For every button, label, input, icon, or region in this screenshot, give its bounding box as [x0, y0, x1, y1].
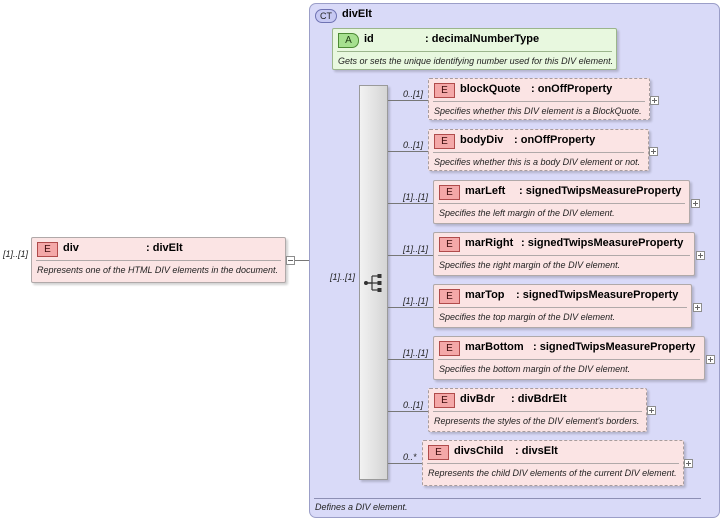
element-description: Specifies the left margin of the DIV ele…	[439, 208, 615, 218]
sequence-compositor[interactable]	[359, 85, 388, 480]
attribute-name: id	[364, 33, 374, 45]
element-divider	[438, 255, 690, 256]
child-multiplicity: [1]..[1]	[403, 296, 429, 306]
collapse-icon[interactable]	[286, 256, 295, 265]
child-multiplicity: [1]..[1]	[403, 244, 429, 254]
connector-line	[388, 203, 433, 204]
child-element-marBottom[interactable]: E marBottom : signedTwipsMeasureProperty…	[433, 336, 705, 380]
element-name: divBdr	[460, 393, 495, 405]
child-multiplicity: 0..[1]	[403, 400, 424, 410]
element-type: : signedTwipsMeasureProperty	[521, 237, 684, 249]
element-type: : signedTwipsMeasureProperty	[519, 185, 682, 197]
child-multiplicity: [1]..[1]	[403, 192, 429, 202]
element-badge: E	[434, 393, 455, 408]
element-description: Specifies the top margin of the DIV elem…	[439, 312, 616, 322]
complex-type-divider	[314, 498, 701, 499]
complex-type-badge: CT	[315, 9, 337, 23]
attribute-id[interactable]: A id : decimalNumberType Gets or sets th…	[332, 28, 617, 70]
element-name: div	[63, 242, 79, 254]
sequence-multiplicity: [1]..[1]	[330, 272, 356, 282]
element-badge: E	[439, 237, 460, 252]
element-type: : signedTwipsMeasureProperty	[516, 289, 679, 301]
expand-icon[interactable]	[647, 406, 656, 415]
element-badge: E	[37, 242, 58, 257]
child-multiplicity: [1]..[1]	[403, 348, 429, 358]
child-element-blockQuote[interactable]: E blockQuote : onOffProperty Specifies w…	[428, 78, 650, 120]
element-divider	[433, 152, 644, 153]
expand-icon[interactable]	[684, 459, 693, 468]
connector-line	[388, 151, 428, 152]
connector-line	[388, 255, 433, 256]
element-divider	[433, 101, 645, 102]
element-type: : divBdrElt	[511, 393, 567, 405]
child-element-marRight[interactable]: E marRight : signedTwipsMeasureProperty …	[433, 232, 695, 276]
attribute-description: Gets or sets the unique identifying numb…	[338, 56, 614, 66]
child-multiplicity: 0..[1]	[403, 140, 424, 150]
element-type: : divsElt	[515, 445, 558, 457]
element-type: : divElt	[146, 242, 183, 254]
complex-type-name: divElt	[342, 8, 372, 20]
element-badge: E	[434, 83, 455, 98]
element-name: blockQuote	[460, 83, 521, 95]
sequence-icon	[364, 274, 382, 292]
element-type: : signedTwipsMeasureProperty	[533, 341, 696, 353]
element-type: : onOffProperty	[531, 83, 613, 95]
child-element-marLeft[interactable]: E marLeft : signedTwipsMeasureProperty S…	[433, 180, 690, 224]
connector-line	[388, 307, 433, 308]
child-multiplicity: 0..*	[403, 452, 417, 462]
element-description: Specifies whether this DIV element is a …	[434, 106, 642, 116]
element-name: marTop	[465, 289, 505, 301]
child-element-divsChild[interactable]: E divsChild : divsElt Represents the chi…	[422, 440, 684, 486]
element-description: Specifies the bottom margin of the DIV e…	[439, 364, 631, 374]
element-badge: E	[428, 445, 449, 460]
expand-icon[interactable]	[649, 147, 658, 156]
expand-icon[interactable]	[691, 199, 700, 208]
attribute-divider	[337, 51, 612, 52]
element-description: Specifies whether this is a body DIV ele…	[434, 157, 641, 167]
connector-line	[295, 260, 320, 261]
complex-type-description: Defines a DIV element.	[315, 502, 408, 512]
element-divider	[438, 307, 687, 308]
element-name: marBottom	[465, 341, 524, 353]
element-description: Specifies the right margin of the DIV el…	[439, 260, 621, 270]
expand-icon[interactable]	[696, 251, 705, 260]
root-multiplicity: [1]..[1]	[3, 249, 29, 259]
connector-line	[388, 359, 433, 360]
element-name: bodyDiv	[460, 134, 504, 146]
element-badge: E	[434, 134, 455, 149]
element-badge: E	[439, 341, 460, 356]
element-badge: E	[439, 289, 460, 304]
element-divider	[36, 260, 281, 261]
element-divider	[433, 411, 642, 412]
element-divider	[438, 359, 700, 360]
attribute-type: : decimalNumberType	[425, 33, 540, 45]
child-element-marTop[interactable]: E marTop : signedTwipsMeasureProperty Sp…	[433, 284, 692, 328]
root-element-div[interactable]: E div : divElt Represents one of the HTM…	[31, 237, 286, 283]
connector-line	[388, 100, 428, 101]
element-divider	[427, 463, 679, 464]
expand-icon[interactable]	[650, 96, 659, 105]
element-description: Represents the styles of the DIV element…	[434, 416, 640, 426]
element-name: marRight	[465, 237, 514, 249]
element-name: divsChild	[454, 445, 504, 457]
element-description: Represents one of the HTML DIV elements …	[37, 265, 278, 275]
connector-line	[388, 463, 422, 464]
expand-icon[interactable]	[693, 303, 702, 312]
child-element-divBdr[interactable]: E divBdr : divBdrElt Represents the styl…	[428, 388, 647, 432]
element-name: marLeft	[465, 185, 506, 197]
element-badge: E	[439, 185, 460, 200]
attribute-badge: A	[338, 33, 359, 48]
expand-icon[interactable]	[706, 355, 715, 364]
child-element-bodyDiv[interactable]: E bodyDiv : onOffProperty Specifies whet…	[428, 129, 649, 171]
connector-line	[388, 411, 428, 412]
child-multiplicity: 0..[1]	[403, 89, 424, 99]
element-divider	[438, 203, 685, 204]
element-description: Represents the child DIV elements of the…	[428, 468, 677, 478]
element-type: : onOffProperty	[514, 134, 596, 146]
